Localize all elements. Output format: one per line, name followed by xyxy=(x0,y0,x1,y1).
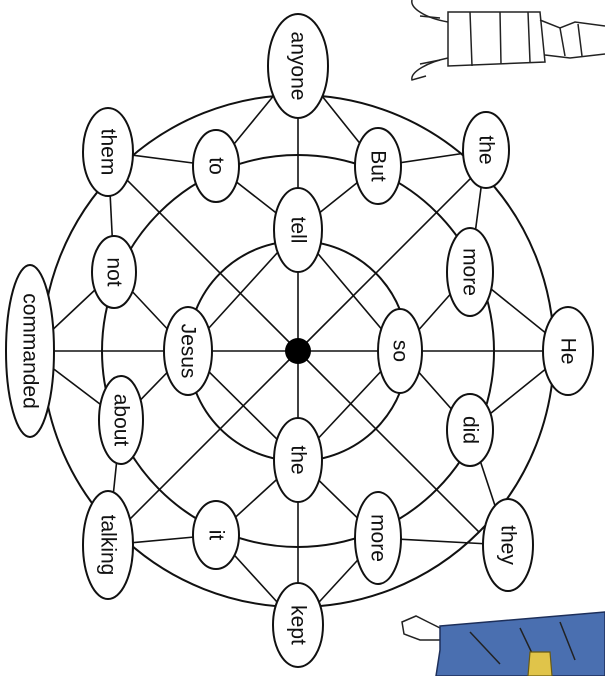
word-bubble: they xyxy=(483,499,533,591)
word-bubble: more xyxy=(355,492,401,584)
word-label: tell xyxy=(287,217,310,244)
word-label: the xyxy=(475,135,498,164)
word-label: so xyxy=(389,340,412,362)
lying-figure-illustration xyxy=(402,612,605,676)
word-label: it xyxy=(205,530,228,541)
word-label: He xyxy=(557,338,580,365)
center-dot xyxy=(285,338,311,364)
word-bubble: Jesus xyxy=(164,307,212,395)
word-bubble: did xyxy=(447,394,493,466)
word-label: more xyxy=(459,248,482,296)
word-bubble: to xyxy=(193,130,239,202)
word-bubble: the xyxy=(463,112,509,188)
word-bubble: it xyxy=(193,501,239,569)
word-bubble: more xyxy=(447,228,493,316)
word-bubble: tell xyxy=(274,188,322,272)
standing-figure-illustration xyxy=(412,0,605,80)
word-bubble: about xyxy=(99,376,143,464)
word-label: talking xyxy=(97,515,120,576)
word-label: to xyxy=(205,157,228,175)
word-label: the xyxy=(287,445,310,474)
word-label: kept xyxy=(287,605,310,645)
word-bubble: not xyxy=(92,236,136,308)
word-label: commanded xyxy=(19,293,42,409)
word-bubble: anyone xyxy=(268,14,328,118)
word-bubble: kept xyxy=(273,583,323,667)
word-bubble: commanded xyxy=(6,265,54,437)
word-bubble: so xyxy=(378,309,422,393)
word-bubble: But xyxy=(355,128,401,204)
word-bubble: He xyxy=(543,307,593,395)
word-bubble: the xyxy=(274,418,322,502)
word-label: anyone xyxy=(287,32,310,101)
word-label: them xyxy=(97,129,120,176)
word-label: they xyxy=(497,525,520,565)
word-label: But xyxy=(367,150,390,182)
word-bubble: them xyxy=(83,108,133,196)
word-label: about xyxy=(110,394,133,447)
word-label: more xyxy=(367,514,390,562)
word-label: did xyxy=(459,416,482,444)
word-label: Jesus xyxy=(177,324,200,379)
word-bubble: talking xyxy=(83,491,133,599)
word-label: not xyxy=(103,257,126,286)
